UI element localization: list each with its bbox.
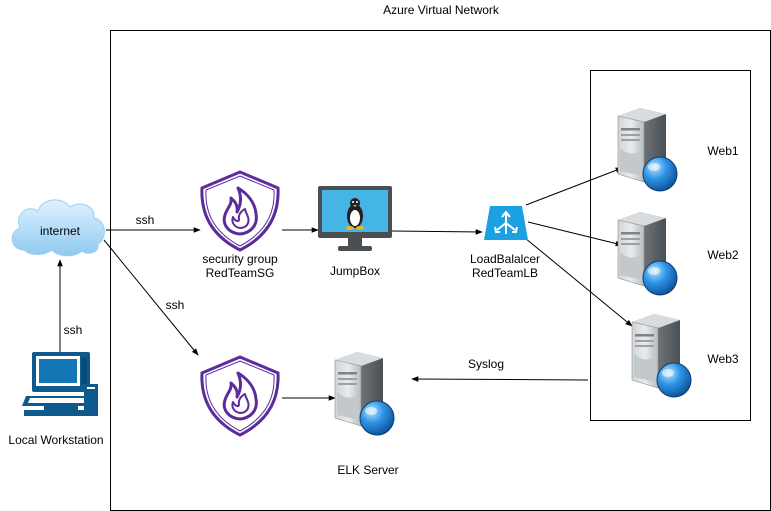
load-balancer-label-line1: LoadBalalcer [469,252,541,266]
web1-label: Web1 [707,144,739,158]
cloud-icon [11,199,105,257]
elk-firewall-icon [200,355,280,437]
edge-lb-web2 [527,221,623,247]
security-group-label-line2: RedTeamSG [205,266,275,280]
edges [57,167,633,401]
security-group-icon [200,170,280,252]
workstation-icon [22,352,98,416]
linux-monitor-icon [318,186,392,251]
web2-label: Web2 [707,248,739,262]
edge-label-syslog: Syslog [467,357,505,371]
edge-lb-web3 [524,237,633,327]
security-group-label-line1: security group [202,252,278,266]
edge-label-ssh-elk: ssh [165,298,185,312]
edge-label-ssh-workstation: ssh [63,323,83,337]
edge-web-elk-syslog [411,376,589,382]
diagram-title: Azure Virtual Network [383,3,499,17]
web3-label: Web3 [707,352,739,366]
edge-label-ssh-sg: ssh [135,213,155,227]
internet-label: internet [39,224,81,238]
web2-server-icon [617,211,678,296]
elk-server-label: ELK Server [337,463,399,477]
load-balancer-label-line2: RedTeamLB [471,266,539,280]
load-balancer-icon [484,206,528,240]
jumpbox-label: JumpBox [329,264,381,278]
edge-lb-web1 [525,167,623,206]
edge-jumpbox-lb [391,229,483,235]
web1-server-icon [617,107,678,192]
workstation-label: Local Workstation [8,433,104,447]
edge-internet-elk-sg [103,239,199,356]
elk-server-icon [334,351,395,436]
web-servers-boundary [590,70,751,421]
web3-server-icon [631,313,692,398]
